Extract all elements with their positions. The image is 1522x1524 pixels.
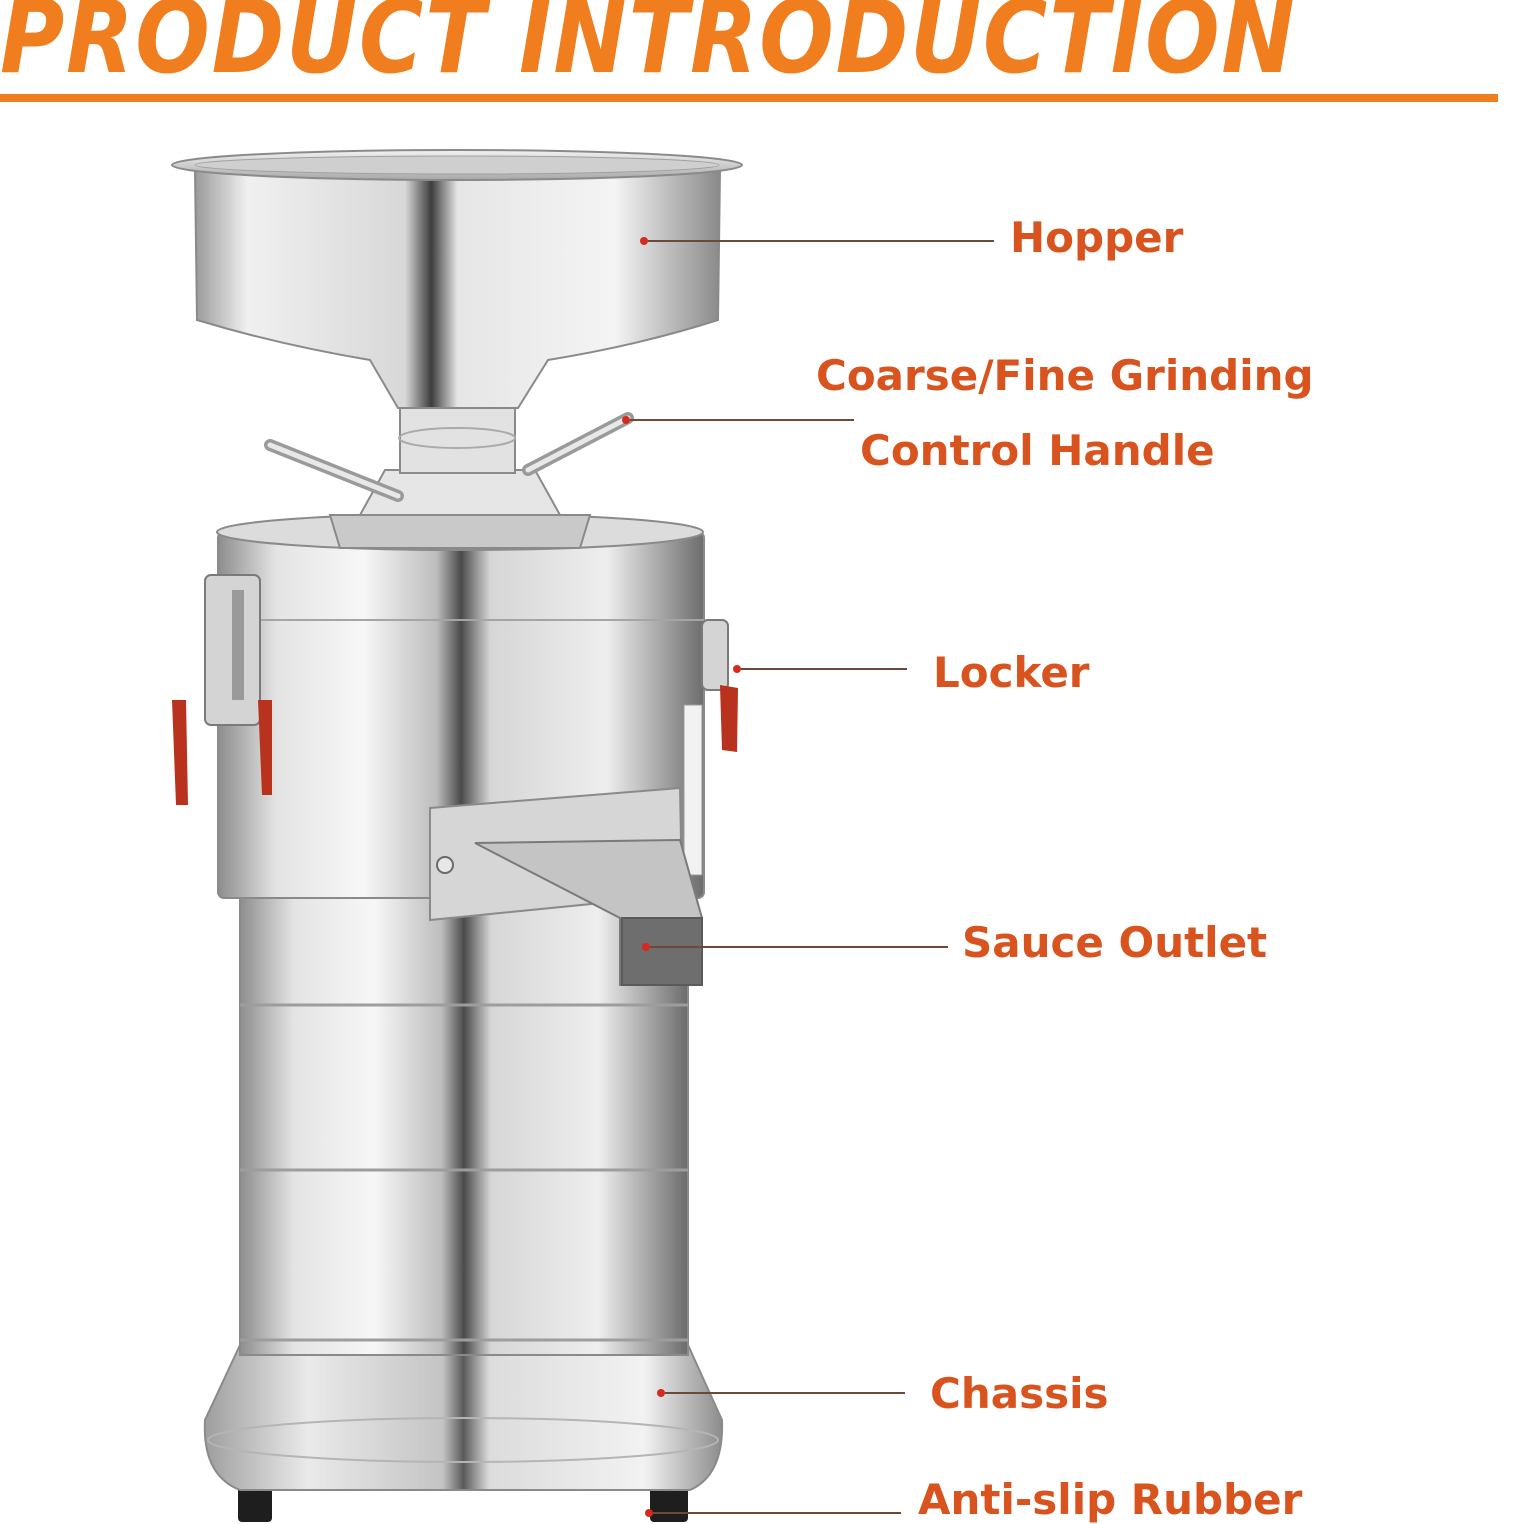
chassis-leader (665, 1392, 905, 1394)
title-underline (0, 94, 1498, 102)
hopper-leader (648, 240, 994, 242)
control-handle-bars (264, 412, 634, 502)
label-sauce-outlet: Sauce Outlet (962, 918, 1268, 967)
locker-marker (733, 665, 741, 673)
handle-marker (622, 416, 630, 424)
handle-leader (630, 419, 854, 421)
locker-leader (741, 668, 907, 670)
label-chassis: Chassis (930, 1369, 1109, 1418)
anti-slip-leader (653, 1512, 901, 1514)
locker-clamps (172, 574, 738, 805)
label-hopper: Hopper (1010, 213, 1184, 262)
sauce-outlet-leader (650, 946, 948, 948)
label-anti-slip-rubber: Anti-slip Rubber (918, 1475, 1303, 1524)
page-title: PRODUCT INTRODUCTION (0, 0, 1297, 97)
hopper-shape (193, 169, 722, 409)
chassis-marker (657, 1389, 665, 1397)
label-handle-line1: Coarse/Fine Grinding (816, 351, 1314, 400)
anti-slip-marker (645, 1509, 653, 1517)
hopper-marker (640, 237, 648, 245)
sauce-outlet-marker (642, 943, 650, 951)
label-locker: Locker (933, 648, 1090, 697)
label-handle-line2: Control Handle (860, 426, 1215, 475)
lower-body-shape (239, 894, 689, 1356)
